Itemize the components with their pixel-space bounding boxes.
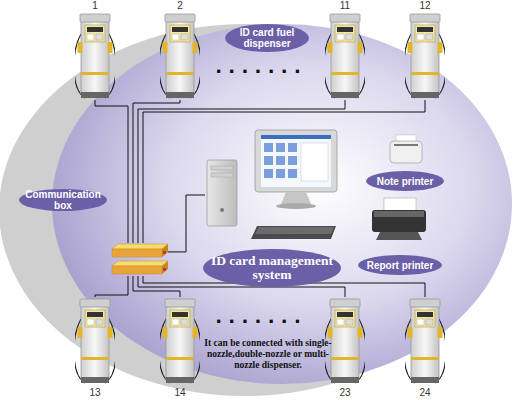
grid-cell: [276, 169, 285, 178]
monitor-frame: [255, 130, 337, 192]
power-button: [220, 208, 224, 212]
dispenser-image: [404, 299, 446, 383]
box-top: [112, 261, 168, 266]
system-label: ID card management system: [203, 249, 341, 287]
cable-line: [95, 276, 128, 297]
printer-body: [390, 141, 422, 163]
dispenser-image: [404, 14, 446, 98]
cable-line: [95, 100, 128, 243]
printer-body: [372, 210, 426, 232]
communication-box-image: [112, 244, 168, 274]
monitor-screen: [261, 135, 331, 187]
dispenser-number: 13: [65, 387, 125, 398]
report-printer: Report printer: [358, 198, 446, 278]
management-computer: ID card management system: [205, 128, 340, 242]
output-tray: [376, 232, 422, 240]
keys: [255, 227, 334, 234]
fuel-dispenser: 1: [75, 12, 115, 100]
oval-label: ID card fuel dispenser: [225, 24, 309, 52]
box-side: [162, 244, 168, 257]
computer-image: [207, 130, 337, 239]
dispenser-number: 24: [395, 387, 455, 398]
cable-line: [133, 100, 180, 243]
printer-top: [374, 211, 424, 217]
drive-bay: [211, 166, 233, 170]
screen-grid: [264, 143, 297, 178]
fuel-dispenser: 2: [160, 12, 200, 100]
fuel-dispenser: 24: [405, 297, 445, 385]
cable-line: [133, 276, 180, 297]
oval-label: Report printer: [358, 255, 442, 275]
cable-line: [138, 100, 345, 243]
dispenser-number: 12: [395, 0, 455, 11]
note-printer-image: [390, 135, 422, 163]
box-top: [112, 244, 168, 249]
cable-line: [168, 195, 205, 252]
paper-slot: [394, 144, 418, 146]
dispenser-image: [74, 14, 116, 98]
box-front: [112, 266, 162, 274]
grid-cell: [264, 169, 273, 178]
dispenser-image: [324, 14, 366, 98]
dispenser-image: [159, 14, 201, 98]
port: [163, 268, 166, 271]
grid-cell: [276, 143, 285, 152]
ellipsis-dots: · · · · · · ·: [210, 312, 306, 334]
dispenser-number: 11: [315, 0, 375, 11]
dispenser-image: [159, 299, 201, 383]
dispenser-number: 1: [65, 0, 125, 11]
window-bar: [261, 135, 331, 139]
box-front: [112, 249, 162, 257]
note-printer: Note printer: [370, 135, 446, 193]
drive-bay: [211, 173, 233, 177]
fuel-dispenser: 14: [160, 297, 200, 385]
cable-line: [143, 100, 425, 243]
label-oval: ID card fuel dispenser: [225, 24, 309, 52]
communication-box: Communication box: [112, 243, 168, 276]
note-text: It can be connected with single-nozzle,d…: [198, 338, 338, 382]
oval-label: Note printer: [366, 171, 444, 191]
paper-tray: [384, 198, 416, 212]
oval-label: Communication box: [19, 189, 107, 211]
port: [163, 251, 166, 254]
grid-cell: [288, 156, 297, 165]
fuel-dispenser: 13: [75, 297, 115, 385]
dispenser-number: 14: [150, 387, 210, 398]
grid-cell: [264, 156, 273, 165]
ellipsis-dots: · · · · · · ·: [210, 62, 306, 84]
report-printer-image: [372, 198, 426, 240]
grid-cell: [288, 143, 297, 152]
lavender-oval: [52, 24, 512, 384]
fuel-dispenser: 11: [325, 12, 365, 100]
box-side: [162, 261, 168, 274]
dispenser-number: 23: [315, 387, 375, 398]
dispenser-image: [74, 299, 116, 383]
grid-cell: [264, 143, 273, 152]
grid-cell: [288, 169, 297, 178]
stand-base: [276, 203, 316, 209]
dispenser-number: 2: [150, 0, 210, 11]
keyboard: [251, 226, 336, 239]
pc-tower: [207, 160, 237, 226]
screen-table: [301, 143, 328, 181]
grid-cell: [276, 156, 285, 165]
monitor-stand: [281, 192, 311, 204]
fuel-dispenser: 12: [405, 12, 445, 100]
